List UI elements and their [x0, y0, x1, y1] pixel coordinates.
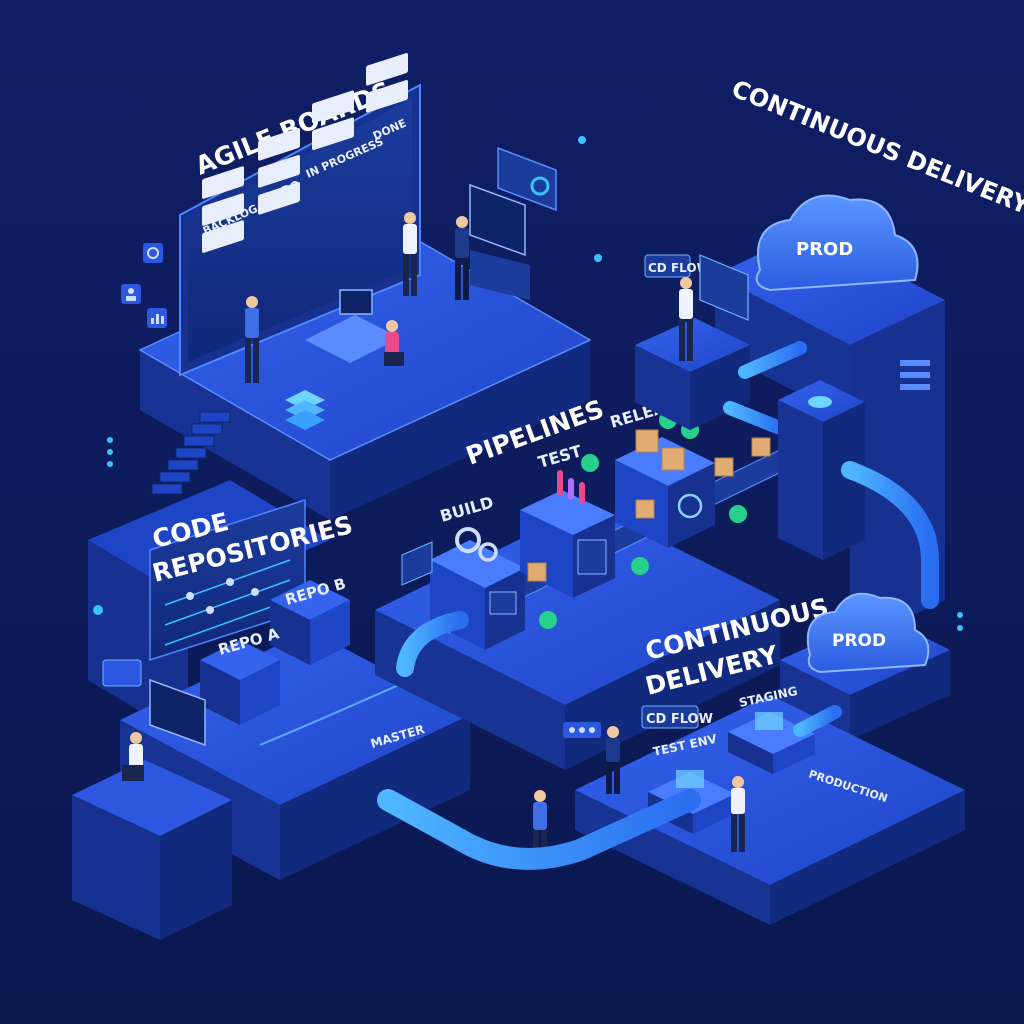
flow-pipe-repo-to-delivery — [377, 789, 701, 870]
board-cards — [202, 52, 408, 253]
cd-flow-bottom-sign — [641, 705, 699, 729]
person-production — [731, 776, 745, 852]
developer-workstation — [455, 183, 530, 300]
repo-a-server — [200, 640, 280, 725]
code-repo-panel — [149, 498, 306, 662]
person-at-board — [245, 296, 259, 383]
gear-icon — [143, 243, 163, 263]
package-icon — [527, 429, 771, 582]
master-branch-line — [259, 679, 411, 746]
floating-dots — [93, 136, 963, 631]
flow-pipe-to-prod-bottom — [793, 705, 842, 737]
agile-desk — [305, 289, 404, 366]
cd-flow-top-label: CD FLOW — [648, 261, 710, 275]
person-test-env — [606, 726, 620, 794]
person-at-board-2 — [403, 212, 417, 296]
chart-icon — [147, 308, 167, 328]
flow-arrow-up — [738, 341, 807, 379]
user-icon — [121, 284, 141, 304]
cloud-icon — [755, 194, 919, 292]
settings-panel — [699, 254, 749, 321]
staging-server — [728, 712, 815, 774]
person-cd-flow — [679, 277, 693, 361]
code-icon — [401, 541, 433, 586]
developer-desk — [72, 678, 232, 940]
cloud-icon — [806, 592, 930, 674]
flow-pipe-repo-to-build — [396, 611, 469, 677]
pipelines-platform — [375, 505, 780, 770]
staircase — [151, 411, 231, 495]
repo-b-server — [270, 580, 350, 665]
status-dots — [563, 722, 601, 738]
chat-bubble-icon — [102, 659, 142, 687]
test-tubes-icon — [557, 470, 585, 504]
approval-column — [778, 380, 865, 560]
flow-pipe-to-prod — [841, 461, 939, 609]
gear-icon — [455, 527, 498, 562]
analytics-panel — [497, 146, 557, 212]
cd-flow-top-sign — [644, 254, 691, 278]
prod-top-label: PROD — [796, 239, 853, 260]
glow-stack — [285, 390, 325, 430]
flow-arrow-back — [723, 401, 787, 435]
prod-bottom-label: PROD — [832, 631, 886, 651]
cd-flow-bottom-label: CD FLOW — [646, 712, 713, 727]
